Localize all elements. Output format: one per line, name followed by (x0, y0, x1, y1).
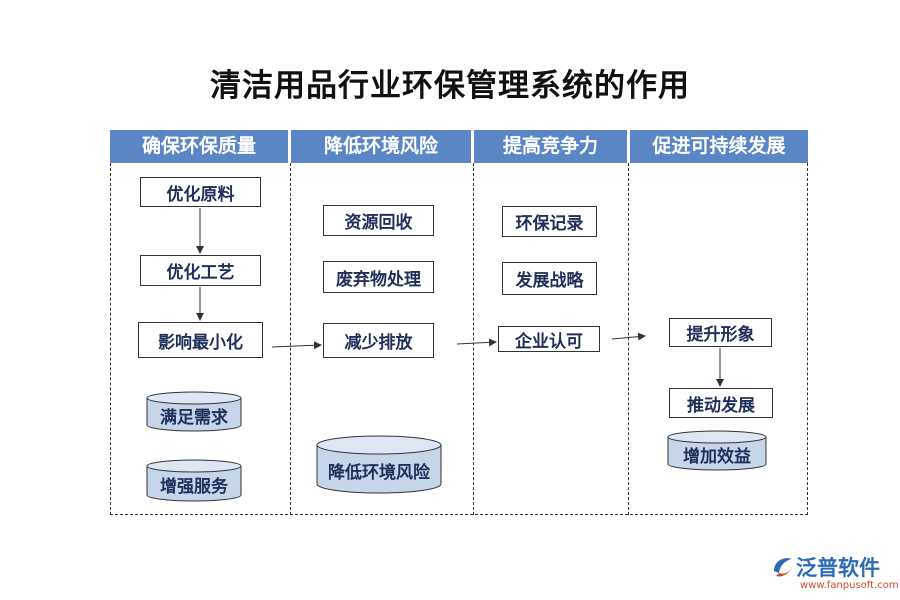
logo-icon (774, 558, 792, 577)
box-reduce-emissions: 减少排放 (323, 323, 434, 358)
column-header-sustainability: 促进可持续发展 (630, 130, 808, 163)
box-promote-development: 推动发展 (669, 388, 773, 418)
box-resource-recycling: 资源回收 (323, 205, 434, 236)
column-divider (290, 163, 291, 515)
cylinder-meet-demand: 满足需求 (146, 391, 242, 432)
box-improve-image: 提升形象 (669, 318, 772, 347)
bottom-divider (110, 514, 808, 515)
cylinder-label: 满足需求 (160, 408, 228, 428)
cylinder-label: 增加效益 (683, 447, 751, 467)
box-optimize-materials: 优化原料 (140, 177, 261, 207)
logo-url: www.fanpusoft.com (800, 580, 899, 591)
column-divider (628, 163, 629, 515)
box-waste-treatment: 废弃物处理 (323, 261, 434, 293)
arrow-right (456, 338, 497, 347)
cylinder-label: 降低环境风险 (328, 463, 430, 483)
arrow-right (611, 332, 646, 341)
column-divider (807, 163, 808, 515)
column-divider (110, 163, 111, 515)
cylinder-label: 增强服务 (160, 477, 228, 497)
box-minimize-impact: 影响最小化 (138, 322, 263, 358)
cylinder-reduce-risk: 降低环境风险 (316, 435, 442, 494)
column-header-risk: 降低环境风险 (291, 130, 471, 163)
box-development-strategy: 发展战略 (502, 262, 597, 295)
arrow-right (271, 341, 322, 350)
box-enterprise-recognition: 企业认可 (498, 326, 600, 352)
column-header-quality: 确保环保质量 (110, 130, 288, 163)
brand-logo: 泛普软件 www.fanpusoft.com (770, 552, 899, 597)
column-header-competitiveness: 提高竞争力 (474, 130, 627, 163)
cylinder-increase-benefit: 增加效益 (667, 430, 767, 471)
cylinder-enhance-service: 增强服务 (146, 459, 242, 502)
box-optimize-process: 优化工艺 (140, 255, 261, 286)
logo-name: 泛普软件 (796, 556, 880, 580)
page-title: 清洁用品行业环保管理系统的作用 (210, 68, 690, 104)
box-environmental-record: 环保记录 (502, 206, 597, 237)
column-divider (473, 163, 474, 515)
